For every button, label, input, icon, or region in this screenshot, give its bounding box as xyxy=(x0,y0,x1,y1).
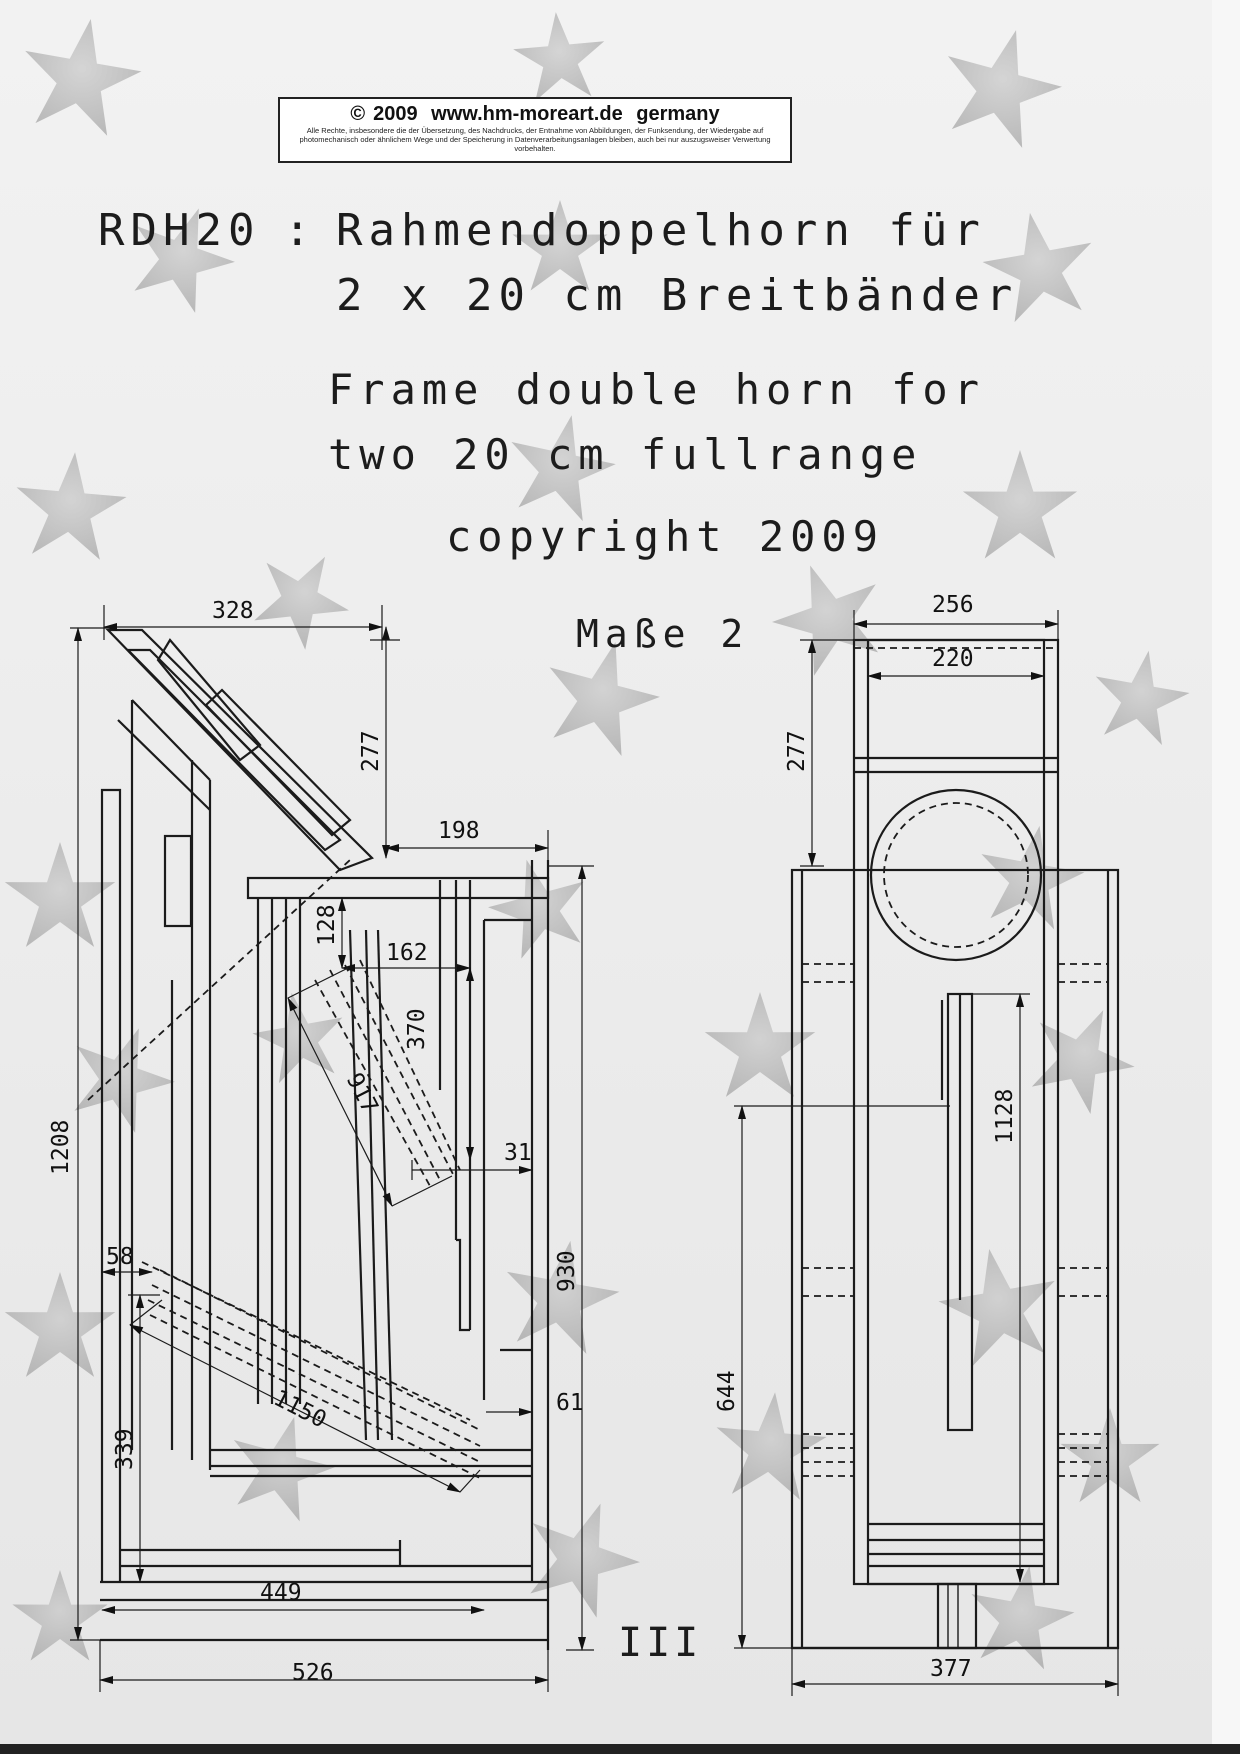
copyright-banner: © 2009 www.hm-moreart.de germany Alle Rec… xyxy=(278,97,792,163)
dim-inner-width: 162 xyxy=(386,940,428,966)
dim-chamber-width: 198 xyxy=(438,818,480,844)
star-decoration-icon xyxy=(947,30,1062,148)
dim-front-outer-width: 256 xyxy=(932,592,974,618)
title-separator: : xyxy=(284,205,317,256)
side-left-wall xyxy=(100,788,122,1582)
dim-mouth: 61 xyxy=(556,1390,584,1416)
dim-base-total: 526 xyxy=(292,1660,334,1686)
dim-gap: 31 xyxy=(504,1140,532,1166)
banner-rights-text: Alle Rechte, insbesondere die der Überse… xyxy=(299,126,771,153)
star-decoration-icon xyxy=(134,208,235,313)
title-german-line2: 2 x 20 cm Breitbänder xyxy=(336,270,1019,321)
copyright-symbol: © xyxy=(350,103,366,125)
star-decoration-icon xyxy=(982,212,1092,323)
star-decoration-icon xyxy=(25,18,142,136)
dim-small-offset: 58 xyxy=(106,1244,134,1270)
dim-front-inner-width: 220 xyxy=(932,646,974,672)
star-decoration-icon xyxy=(549,642,660,756)
banner-year: 2009 xyxy=(373,103,418,125)
page-number: III xyxy=(618,1620,703,1666)
star-decoration-icon xyxy=(513,12,605,102)
star-decoration-icon xyxy=(1060,1408,1160,1503)
front-outer-panel xyxy=(852,638,1060,1586)
star-decoration-icon xyxy=(971,1565,1075,1670)
star-decoration-icon xyxy=(12,1570,108,1661)
side-view: 328 277 198 128 162 370 917 31 1208 58 3… xyxy=(48,598,594,1692)
banner-url: www.hm-moreart.de xyxy=(431,103,623,125)
banner-country: germany xyxy=(636,103,720,125)
front-view: 256 220 277 1128 644 377 xyxy=(714,592,1120,1696)
star-decoration-icon xyxy=(4,842,116,947)
dim-lower-height: 339 xyxy=(112,1428,138,1470)
scan-bottom-edge xyxy=(0,1744,1240,1754)
dim-front-top-drop: 277 xyxy=(784,730,810,772)
star-decoration-icon xyxy=(981,825,1085,930)
star-decoration-icon xyxy=(512,200,608,291)
dim-top-drop: 277 xyxy=(358,730,384,772)
side-dashed-diagonal xyxy=(87,859,351,1101)
star-decoration-icon xyxy=(704,992,816,1097)
star-decoration-icon xyxy=(488,859,584,959)
star-decoration-icon xyxy=(16,452,127,560)
star-decoration-icon xyxy=(938,1248,1055,1366)
driver-cutout xyxy=(869,788,1043,962)
title-code: RDH20 xyxy=(98,205,261,256)
star-decoration-icon xyxy=(962,450,1078,559)
dim-base-inner: 449 xyxy=(260,1580,302,1606)
dim-front-inner-height: 1128 xyxy=(992,1089,1018,1144)
star-decoration-icon xyxy=(74,1028,175,1133)
title-german-line1: Rahmendoppelhorn für xyxy=(336,205,986,256)
dim-top-width: 328 xyxy=(212,598,254,624)
sheet-label: Maße 2 xyxy=(576,612,750,656)
dim-right-height: 930 xyxy=(554,1250,580,1292)
star-decoration-icon xyxy=(506,1240,620,1354)
dim-diagonal-upper: 917 xyxy=(341,1069,383,1118)
star-decoration-icon xyxy=(772,565,879,676)
dim-front-lower-height: 644 xyxy=(714,1370,740,1412)
dim-inner-height: 370 xyxy=(404,1008,430,1050)
scan-edge xyxy=(1212,0,1240,1754)
dim-overall-height: 1208 xyxy=(48,1120,74,1175)
dim-front-base-width: 377 xyxy=(930,1656,972,1682)
copyright-line: copyright 2009 xyxy=(446,512,885,561)
star-decoration-icon xyxy=(511,415,616,522)
dim-step-height: 128 xyxy=(314,904,340,946)
title-english-line2: two 20 cm fullrange xyxy=(328,430,923,479)
star-decoration-icon xyxy=(254,556,349,650)
star-decoration-icon xyxy=(1095,650,1190,745)
title-english-line1: Frame double horn for xyxy=(328,365,986,414)
star-decoration-icon xyxy=(4,1272,116,1377)
